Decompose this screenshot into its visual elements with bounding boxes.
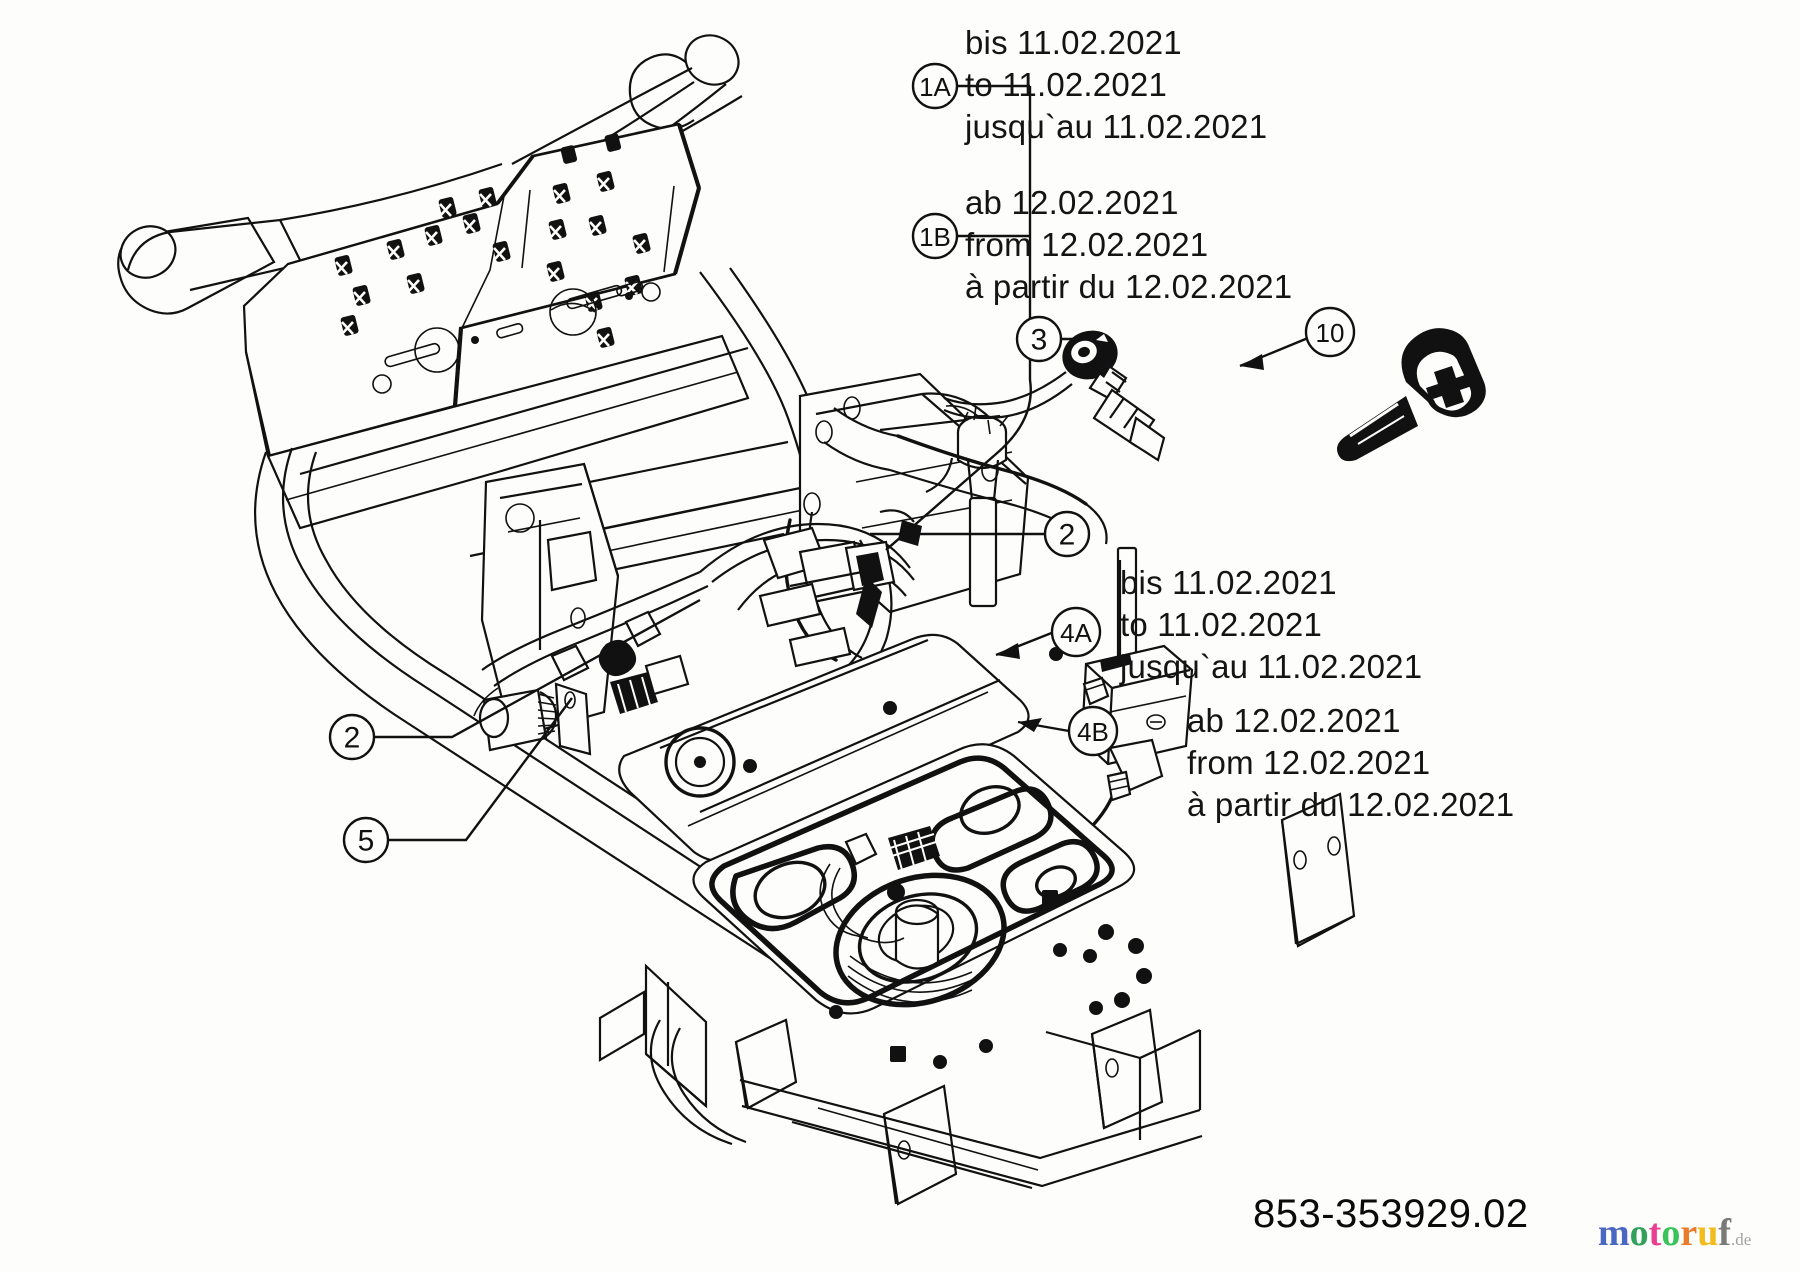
note-block-1B: ab 12.02.2021 from 12.02.2021 à partir d… bbox=[965, 182, 1292, 308]
callout-5-text: 5 bbox=[358, 825, 375, 858]
callout-bubble-1B[interactable]: 1B bbox=[911, 212, 959, 260]
note-1A-en: to 11.02.2021 bbox=[965, 66, 1168, 103]
note-1A-de: bis 11.02.2021 bbox=[965, 24, 1182, 61]
note-1B-fr: à partir du 12.02.2021 bbox=[965, 268, 1293, 305]
callout-bubble-1A[interactable]: 1A bbox=[911, 62, 959, 110]
belt-deck-pan bbox=[618, 633, 1152, 1069]
callout-1B-text: 1B bbox=[919, 222, 951, 252]
note-4B-de: ab 12.02.2021 bbox=[1187, 702, 1401, 739]
note-4A-de: bis 11.02.2021 bbox=[1120, 564, 1337, 601]
callout-bubble-5[interactable]: 5 bbox=[342, 816, 390, 864]
callout-leader-10 bbox=[1239, 336, 1309, 370]
callout-4B-text: 4B bbox=[1077, 717, 1109, 747]
callout-3-text: 3 bbox=[1031, 324, 1048, 357]
note-block-4B: ab 12.02.2021 from 12.02.2021 à partir d… bbox=[1187, 700, 1514, 826]
dash-lower-ledge bbox=[266, 280, 750, 530]
note-4B-en: from 12.02.2021 bbox=[1187, 744, 1431, 781]
ignition-switch bbox=[943, 330, 1166, 462]
note-1B-en: from 12.02.2021 bbox=[965, 226, 1209, 263]
callout-bubble-4A[interactable]: 4A bbox=[1050, 606, 1102, 658]
callout-10-text: 10 bbox=[1316, 318, 1345, 348]
note-4A-fr: jusqu`au 11.02.2021 bbox=[1120, 648, 1423, 685]
callout-leader-4B bbox=[1017, 718, 1070, 733]
part-number: 853-353929.02 bbox=[1253, 1192, 1529, 1236]
callout-leader-2-left bbox=[374, 598, 701, 739]
note-4A-en: to 11.02.2021 bbox=[1120, 606, 1323, 643]
note-block-1A: bis 11.02.2021 to 11.02.2021 jusqu`au 11… bbox=[965, 22, 1267, 148]
perforated-foot-panel bbox=[242, 122, 702, 458]
callout-bubble-10[interactable]: 10 bbox=[1304, 306, 1356, 358]
callout-bubble-3[interactable]: 3 bbox=[1015, 315, 1063, 363]
callout-2-right-text: 2 bbox=[1059, 519, 1076, 552]
note-4B-fr: à partir du 12.02.2021 bbox=[1187, 786, 1515, 823]
note-block-4A: bis 11.02.2021 to 11.02.2021 jusqu`au 11… bbox=[1120, 562, 1422, 688]
ignition-key bbox=[1337, 328, 1486, 462]
callout-leader-5 bbox=[388, 697, 573, 842]
callout-leader-4A bbox=[995, 630, 1055, 659]
callout-leader-1a-1b bbox=[885, 84, 1032, 551]
callout-bubble-2-left[interactable]: 2 bbox=[328, 713, 376, 761]
chassis-frame-rails bbox=[254, 267, 842, 967]
callout-2-left-text: 2 bbox=[344, 722, 361, 755]
callout-4A-text: 4A bbox=[1060, 618, 1092, 648]
callout-1A-text: 1A bbox=[919, 72, 951, 102]
wiring-harness bbox=[473, 509, 922, 717]
lower-chassis-rail bbox=[739, 1029, 1203, 1190]
callout-bubble-2-right[interactable]: 2 bbox=[1043, 510, 1091, 558]
note-1B-de: ab 12.02.2021 bbox=[965, 184, 1179, 221]
note-1A-fr: jusqu`au 11.02.2021 bbox=[965, 108, 1268, 145]
callout-bubble-4B[interactable]: 4B bbox=[1067, 705, 1119, 757]
rear-mounting-brackets bbox=[598, 792, 1356, 1206]
